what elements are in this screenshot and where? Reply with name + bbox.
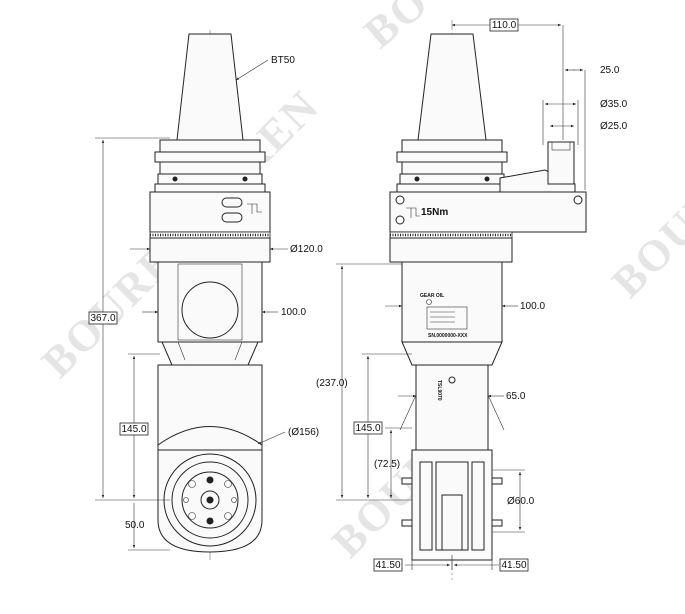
left-bolt-top [206,476,214,484]
dim-dia156: (Ø156) [288,427,319,438]
left-body-band [149,237,271,263]
dim-dia35: Ø35.0 [600,99,628,110]
dim-237: (237.0) [316,378,348,389]
right-flange-ring-3 [401,161,503,175]
watermark-4: BOUREN [602,131,685,307]
left-neck-ribs [177,341,243,361]
right-stud-4 [491,519,503,527]
left-flange-screw-2 [242,176,248,182]
left-flange-screw-1 [172,176,178,182]
right-screw-1 [395,195,405,205]
left-window-ball [181,281,239,339]
torque-label: 15Nm [421,207,448,218]
right-body-band [389,237,513,263]
leader-bt50 [235,59,269,81]
dim-65: 65.0 [506,391,526,402]
right-fork-leg-1 [419,461,433,551]
left-slot-2 [221,212,243,223]
left-upper-body [149,191,271,233]
left-flange-ring-3 [159,161,261,175]
right-screw-3 [573,195,583,205]
left-neck-taper [161,341,259,366]
left-flange-ring-2 [154,151,266,163]
left-slot-1 [221,197,243,208]
right-stud-3 [491,477,503,485]
right-flange-screw-1 [414,176,420,182]
right-taper [417,33,487,141]
dim-100-left: 100.0 [281,307,306,318]
name-plate [426,306,468,330]
right-flange-ring-2 [396,151,508,163]
left-spindle-centre [206,496,214,504]
dim-box-41-left [373,558,403,572]
right-stud-2 [401,519,413,527]
right-screw-2 [395,215,405,225]
left-hole-1 [188,480,196,488]
right-flange-screw-2 [484,176,490,182]
right-stop-pin-tip [551,141,571,151]
dim-dia120: Ø120.0 [290,244,323,255]
left-view: 367.0 145.0 50.0 Ø120.0 100.0 (Ø156) BT5… [88,30,323,560]
wrench-icon [247,203,262,214]
dim-100-right: 100.0 [520,301,545,312]
dim-72: (72.5) [374,459,400,470]
right-stud-1 [401,477,413,485]
dim-box-overall [88,311,118,325]
dim-41-left: 41.50 [375,560,400,571]
right-flange-ring-1 [401,139,503,153]
oil-plug [426,299,432,305]
dim-41-right: 41.50 [501,560,526,571]
plate-label: GEAR OIL [420,293,444,299]
label-bt50: BT50 [271,55,295,66]
left-taper [176,33,244,141]
right-neck [401,261,503,343]
left-hole-5 [183,497,189,503]
left-bolt-bottom [206,517,214,525]
left-hole-6 [231,497,237,503]
watermark-group: BOUREN BOUREN BOUREN BOUREN BOUREN [32,0,685,567]
dim-box-145-left [119,422,149,436]
right-neck-taper [401,341,503,366]
dim-box-110 [489,18,519,32]
left-flange-ring-5 [154,183,266,193]
right-spindle [441,494,463,551]
right-flange-ring-5 [396,183,508,193]
dim-overall: 367.0 [90,313,115,324]
left-hole-2 [224,480,232,488]
dim-110: 110.0 [492,20,517,31]
dim-box-41-right [499,558,529,572]
serial-label: SN.0000000-XXX [428,333,468,339]
vertical-text: TSL9070 [436,380,442,401]
dim-dia25: Ø25.0 [600,121,628,132]
right-upper-body [389,191,587,233]
right-fork-leg-2 [471,461,485,551]
left-flange-ring-1 [159,139,261,153]
left-hole-4 [224,512,232,520]
left-window [177,263,243,341]
left-hole-3 [188,512,196,520]
left-head-cap [157,426,263,451]
dim-leader-156 [257,431,286,445]
dim-dia60: Ø60.0 [507,496,535,507]
dim-145-right: 145.0 [355,423,380,434]
torque-wrench-icon [406,207,420,218]
dim-box-145-right [353,421,383,435]
right-arm-screw [448,376,456,384]
dim-50: 50.0 [125,520,145,531]
right-arm-flare [399,394,505,431]
dim-145-left: 145.0 [121,424,146,435]
right-view: 15Nm GEAR OIL SN.0000000-XXX TSL9070 [316,18,628,580]
dim-25: 25.0 [600,65,620,76]
